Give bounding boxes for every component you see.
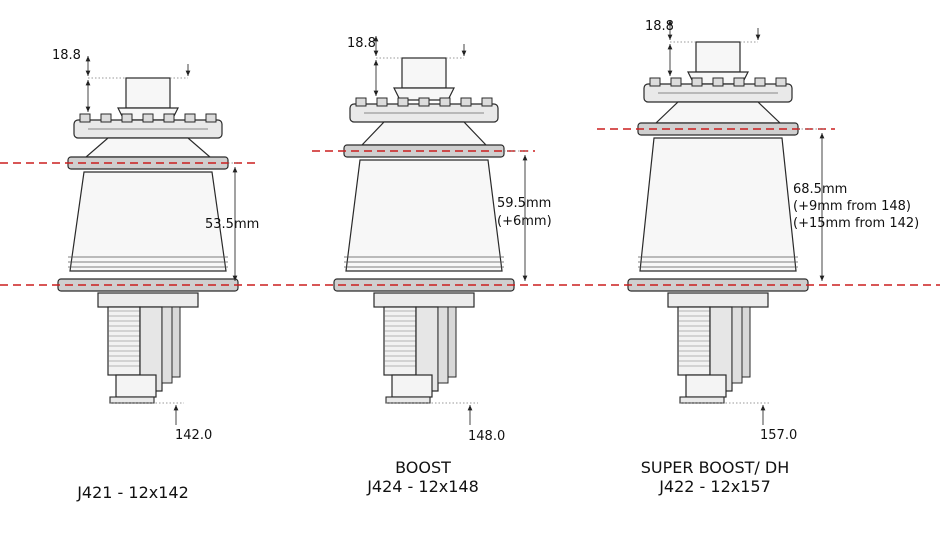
end-cap-bottom	[685, 374, 727, 398]
hub3-caption-line2: J422 - 12x157	[659, 477, 771, 496]
lockring-tooth	[100, 113, 112, 123]
end-cap-lip	[109, 396, 155, 404]
hub1-top-dimension-label: 18.8	[52, 48, 81, 63]
lockring-tooth	[691, 77, 703, 87]
end-cap-bottom	[391, 374, 433, 398]
freehub-spline-2	[731, 306, 743, 384]
lockring-tooth	[649, 77, 661, 87]
flange-neck	[654, 101, 782, 124]
lockring-tooth	[733, 77, 745, 87]
hub2-caption-line1: BOOST	[395, 458, 451, 477]
freehub-collar	[373, 292, 475, 308]
freehub-spline-3	[447, 306, 457, 378]
hub3-flange-spacing-label: 68.5mm	[793, 182, 848, 197]
end-cap-bottom	[115, 374, 157, 398]
axle-end-cap	[125, 77, 171, 109]
freehub-spline-2	[161, 306, 173, 384]
hub3-caption-line1: SUPER BOOST/ DH	[640, 458, 790, 477]
end-cap-lip	[679, 396, 725, 404]
lockring-tooth	[142, 113, 154, 123]
lockring-tooth	[163, 113, 175, 123]
lockring-tooth	[121, 113, 133, 123]
hub3-flange-spacing-note-148: (+9mm from 148)	[793, 199, 911, 214]
hub-1-drawing	[0, 56, 255, 425]
hub1-oln-label: 142.0	[175, 428, 213, 443]
hub1-flange-spacing-label: 53.5mm	[205, 217, 260, 232]
hub2-top-dimension-label: 18.8	[347, 36, 376, 51]
hub2-flange-spacing-label: 59.5mm	[497, 196, 552, 211]
freehub-collar	[97, 292, 199, 308]
lockring-tooth	[397, 97, 409, 107]
hub2-oln-label: 148.0	[468, 429, 506, 444]
hub-3-drawing	[597, 20, 835, 425]
hub3-oln-label: 157.0	[760, 428, 798, 443]
lockring-tooth	[775, 77, 787, 87]
lockring-tooth	[79, 113, 91, 123]
hub1-caption-line1: J421 - 12x142	[77, 483, 189, 502]
lockring-tooth	[376, 97, 388, 107]
axle-end-cap	[695, 41, 741, 73]
freehub-spline-2	[437, 306, 449, 384]
lockring-tooth	[460, 97, 472, 107]
flange-neck	[84, 137, 212, 158]
lockring-tooth	[205, 113, 217, 123]
lockring-tooth	[439, 97, 451, 107]
freehub-collar	[667, 292, 769, 308]
hub2-flange-spacing-note: (+6mm)	[497, 214, 552, 229]
end-cap-lip	[385, 396, 431, 404]
lockring-tooth	[754, 77, 766, 87]
freehub-spline-3	[171, 306, 181, 378]
lockring-tooth	[670, 77, 682, 87]
hub3-top-dimension-label: 18.8	[645, 19, 674, 34]
lockring-tooth	[355, 97, 367, 107]
lockring-tooth	[481, 97, 493, 107]
lockring-tooth	[418, 97, 430, 107]
hub3-flange-spacing-note-142: (+15mm from 142)	[793, 216, 920, 231]
hub-shell	[639, 137, 797, 272]
freehub-spline-3	[741, 306, 751, 378]
hub-shell	[69, 171, 227, 272]
axle-end-cap	[401, 57, 447, 89]
flange-neck	[360, 121, 488, 146]
hub-2-drawing	[312, 36, 535, 425]
hub-shell	[345, 159, 503, 272]
lockring-tooth	[712, 77, 724, 87]
hub2-caption-line2: J424 - 12x148	[367, 477, 479, 496]
lockring-tooth	[184, 113, 196, 123]
